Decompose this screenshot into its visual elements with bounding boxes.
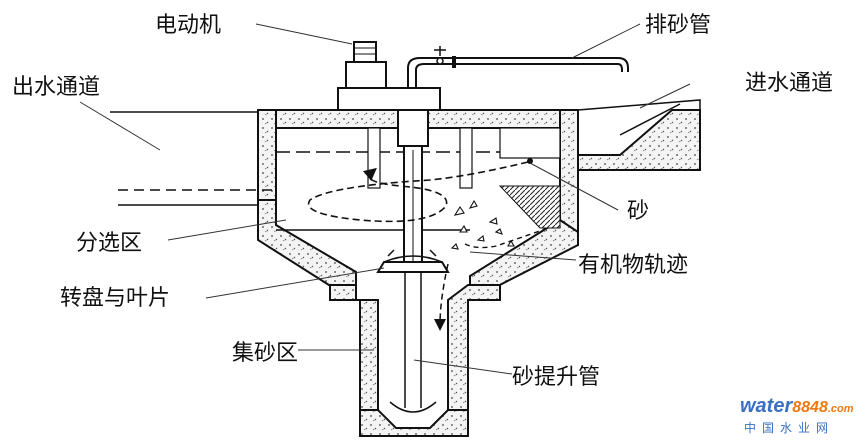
label-motor: 电动机 bbox=[155, 13, 221, 38]
sand-particles bbox=[450, 199, 515, 250]
watermark-brand-number: 8848 bbox=[792, 399, 828, 416]
sand-discharge-pipe bbox=[407, 46, 629, 88]
watermark-brand-cn: 中国水业网 bbox=[744, 420, 834, 435]
label-outlet-channel: 出水通道 bbox=[12, 75, 100, 100]
inner-baffles bbox=[367, 127, 561, 229]
sand-lift-tube bbox=[389, 272, 437, 413]
label-sorting-zone: 分选区 bbox=[76, 231, 142, 256]
motor-assembly bbox=[337, 41, 441, 111]
drive-shaft bbox=[397, 109, 429, 265]
watermark-brand-water: water bbox=[740, 395, 793, 417]
tank-walls bbox=[257, 99, 701, 437]
label-sand-lift-pipe: 砂提升管 bbox=[512, 365, 600, 390]
leader-lines bbox=[79, 23, 691, 375]
label-sand-collection-zone: 集砂区 bbox=[232, 341, 298, 366]
label-sand: 砂 bbox=[627, 199, 649, 224]
label-inlet-channel: 进水通道 bbox=[745, 71, 833, 96]
label-organic-trajectory: 有机物轨迹 bbox=[578, 253, 688, 278]
watermark-logo: water8848.com 中国水业网 bbox=[740, 395, 854, 435]
organic-trajectory-path bbox=[307, 158, 549, 331]
label-sand-discharge-pipe: 排砂管 bbox=[645, 13, 711, 38]
labels: 电动机 排砂管 出水通道 进水通道 分选区 砂 有机物轨迹 转盘与叶片 集砂区 … bbox=[12, 13, 833, 390]
svg-text:water8848.com: water8848.com bbox=[740, 395, 854, 417]
label-turntable-blades: 转盘与叶片 bbox=[60, 286, 170, 311]
watermark-brand-tld: .com bbox=[828, 403, 854, 415]
flow-lines bbox=[110, 111, 560, 231]
